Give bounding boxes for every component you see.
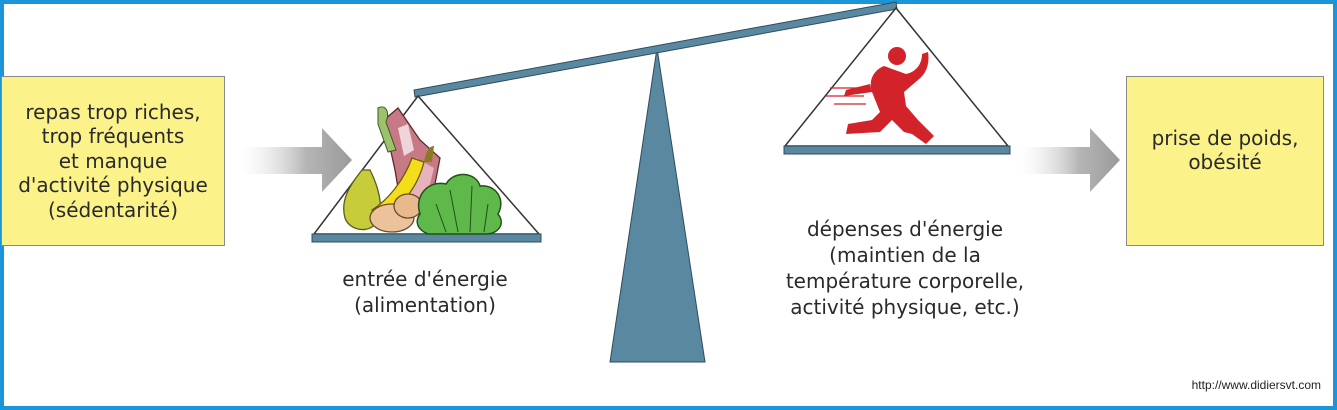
energy-output-line: activité physique, etc.) bbox=[790, 295, 1020, 319]
energy-output-line: (maintien de la bbox=[829, 243, 981, 267]
cause-line: (sédentarité) bbox=[47, 197, 178, 222]
cause-box: repas trop riches, trop fréquents et man… bbox=[1, 76, 225, 246]
speed-lines bbox=[826, 87, 866, 105]
food-icon bbox=[343, 106, 502, 235]
cause-line: trop fréquents bbox=[41, 124, 185, 149]
consequence-line: prise de poids, bbox=[1151, 125, 1299, 150]
consequence-box: prise de poids, obésité bbox=[1126, 76, 1324, 246]
energy-output-line: dépenses d'énergie bbox=[806, 217, 1004, 241]
cause-line: d'activité physique bbox=[18, 173, 208, 198]
left-pan-base bbox=[311, 233, 542, 243]
cause-line: repas trop riches, bbox=[25, 100, 201, 125]
consequence-line: obésité bbox=[1188, 150, 1262, 174]
right-pan-base bbox=[783, 145, 1011, 155]
runner-icon bbox=[844, 47, 934, 144]
cause-line: et manque bbox=[58, 148, 168, 173]
energy-input-line: (alimentation) bbox=[354, 293, 496, 317]
energy-input-caption: entrée d'énergie (alimentation) bbox=[300, 266, 550, 318]
energy-input-line: entrée d'énergie bbox=[342, 267, 508, 291]
energy-output-caption: dépenses d'énergie (maintien de la tempé… bbox=[760, 216, 1050, 320]
energy-output-line: température corporelle, bbox=[785, 269, 1025, 293]
scale-pillar bbox=[609, 47, 706, 363]
arrow-right-icon bbox=[1018, 128, 1120, 192]
source-credit: http://www.didiersvt.com bbox=[1191, 378, 1321, 392]
arrow-right-icon bbox=[238, 128, 352, 192]
